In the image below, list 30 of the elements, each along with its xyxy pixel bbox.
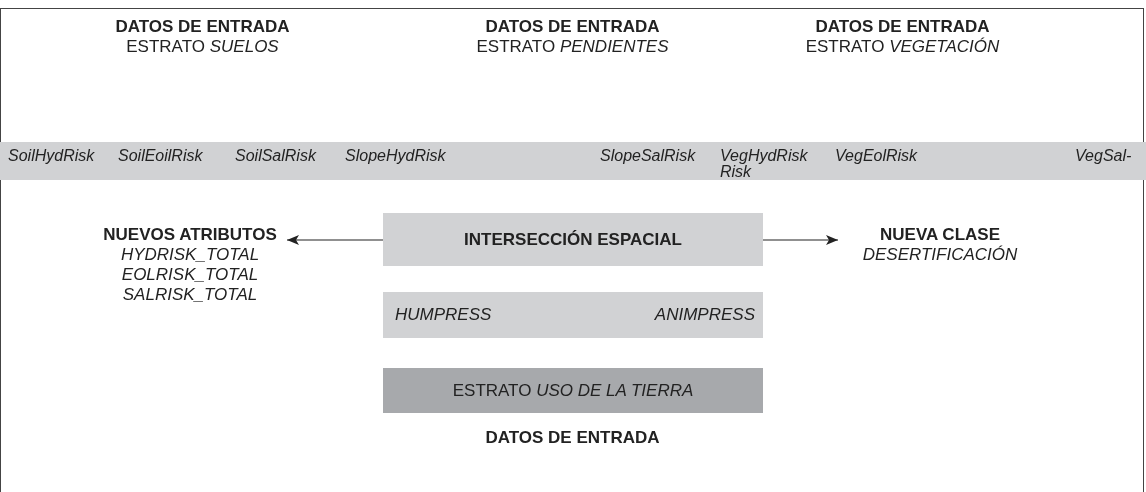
attribute-name: HUMPRESS (395, 305, 492, 325)
attribute-name: VegHydRisk (720, 147, 808, 165)
heading: DATOS DE ENTRADA (484, 17, 661, 37)
box-label: INTERSECCIÓN ESPACIAL (464, 229, 682, 250)
attribute-band (0, 142, 1146, 180)
heading: DATOS DE ENTRADA (114, 17, 291, 37)
heading: NUEVA CLASE (879, 225, 1001, 245)
data-layer-label: ESTRATO SUELOS (125, 37, 280, 57)
attribute-list: DESERTIFICACIÓN (855, 245, 1025, 265)
attribute-name: ANIMPRESS (654, 305, 755, 325)
attribute-name: SlopeSalRisk (600, 147, 696, 165)
data-layer-label: ESTRATO VEGETACIÓN (804, 37, 1001, 57)
arrow (762, 235, 839, 245)
heading: DATOS DE ENTRADA (814, 17, 991, 37)
attribute-name: SoilSalRisk (235, 147, 316, 165)
heading: DATOS DE ENTRADA (484, 428, 661, 448)
attribute-box (383, 292, 763, 338)
attribute-name: SoilHydRisk (8, 147, 95, 165)
attribute-name: Risk (720, 163, 752, 181)
data-layer-box (383, 368, 763, 413)
attribute-name: SlopeHydRisk (345, 147, 446, 165)
process-box (383, 213, 763, 266)
data-layer-label: ESTRATO PENDIENTES (475, 37, 670, 57)
attribute-name: SoilEoilRisk (118, 147, 203, 165)
attribute-name: VegEolRisk (835, 147, 918, 165)
attribute-list: HYDRISK_TOTAL EOLRISK_TOTAL SALRISK_TOTAL (105, 245, 275, 305)
attribute-name: VegSal- (1075, 147, 1132, 165)
heading: NUEVOS ATRIBUTOS (102, 225, 278, 245)
box-label: ESTRATO USO DE LA TIERRA (452, 380, 694, 401)
arrow (286, 235, 384, 245)
